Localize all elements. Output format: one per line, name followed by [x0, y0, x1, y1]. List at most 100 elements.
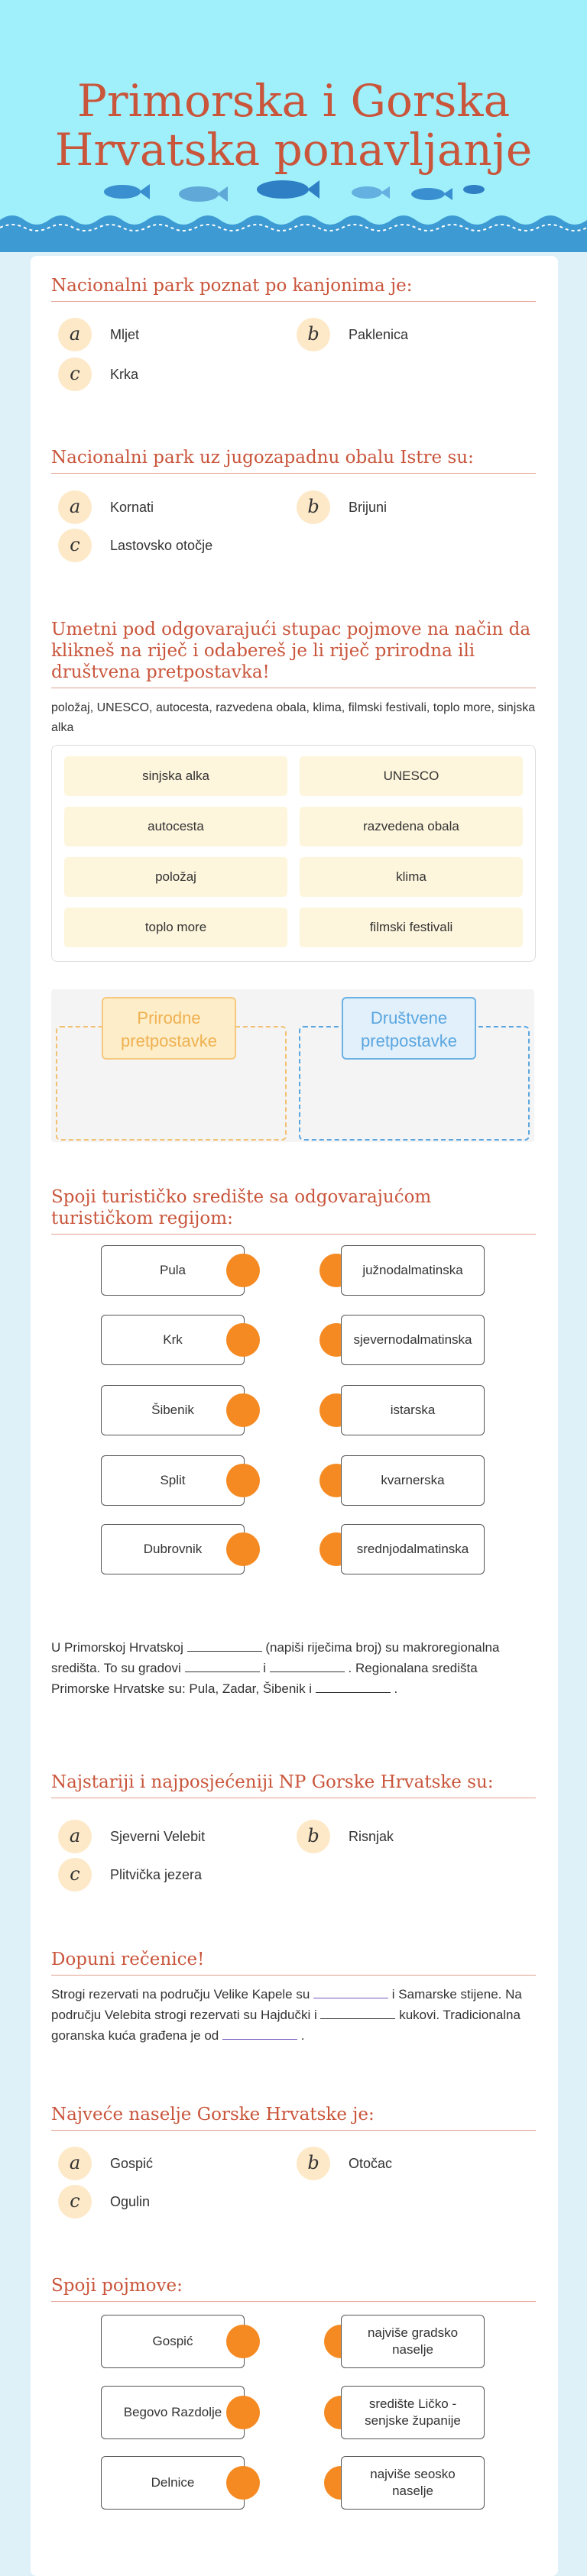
option-label: Plitvička jezera: [110, 1867, 203, 1882]
match-left-item[interactable]: Delnice: [101, 2456, 245, 2510]
option-label: Sjeverni Velebit: [110, 1829, 206, 1844]
q8-option-b[interactable]: b Otočac: [297, 2147, 465, 2180]
q2-option-c[interactable]: c Lastovsko otočje: [58, 529, 257, 562]
match-left-item[interactable]: Šibenik: [101, 1385, 245, 1435]
option-letter-badge: a: [58, 318, 92, 351]
option-label: Otočac: [349, 2156, 393, 2171]
match-connector-dot[interactable]: [226, 2466, 260, 2500]
match-right-item[interactable]: južnodalmatinska: [341, 1245, 485, 1296]
q6-option-b[interactable]: b Risnjak: [297, 1820, 465, 1853]
word-chip[interactable]: sinjska alka: [64, 756, 287, 796]
match-right-item[interactable]: najviše seosko naselje: [341, 2456, 485, 2510]
q6-option-c[interactable]: c Plitvička jezera: [58, 1858, 257, 1892]
option-letter-badge: b: [297, 2147, 330, 2180]
word-chip[interactable]: toplo more: [64, 908, 287, 947]
option-letter-badge: c: [58, 358, 92, 391]
blank-input[interactable]: [315, 1680, 391, 1693]
question-2-title: Nacionalni park uz jugozapadnu obalu Ist…: [51, 447, 536, 474]
option-label: Lastovsko otočje: [110, 538, 213, 553]
header-banner: Primorska i Gorska Hrvatska ponavljanje: [0, 0, 587, 252]
option-letter-badge: a: [58, 490, 92, 524]
question-8-title: Najveće naselje Gorske Hrvatske je:: [51, 2104, 536, 2131]
blank-input[interactable]: [186, 1639, 262, 1652]
paragraph-text: Regionalana središta Primorske Hrvatske …: [51, 1661, 478, 1696]
option-label: Brijuni: [349, 500, 388, 515]
paragraph-text: .: [394, 1681, 398, 1696]
option-label: Mljet: [110, 327, 140, 342]
blank-input[interactable]: [320, 2006, 396, 2019]
match-right-item[interactable]: sjevernodalmatinska: [341, 1315, 485, 1365]
paragraph-text: Strogi rezervati na području Velike Kape…: [51, 1987, 310, 2002]
question-6-title: Najstariji i najposjećeniji NP Gorske Hr…: [51, 1772, 536, 1798]
option-letter-badge: a: [58, 2147, 92, 2180]
match-connector-dot[interactable]: [226, 2325, 260, 2358]
option-label: Risnjak: [349, 1829, 394, 1844]
option-letter-badge: b: [297, 1820, 330, 1853]
option-label: Paklenica: [349, 327, 409, 342]
question-3-title: Umetni pod odgovarajući stupac pojmove n…: [51, 619, 536, 688]
option-letter-badge: c: [58, 2185, 92, 2218]
bin-label-natural: Prirodne pretpostavke: [102, 997, 236, 1060]
word-chip[interactable]: autocesta: [64, 807, 287, 846]
option-letter-badge: b: [297, 490, 330, 524]
option-label: Krka: [110, 367, 139, 382]
match-connector-dot[interactable]: [226, 1323, 260, 1357]
word-chip[interactable]: klima: [300, 857, 523, 897]
wave-decoration: [0, 215, 587, 252]
match-right-item[interactable]: srednjodalmatinska: [341, 1524, 485, 1574]
match-right-item[interactable]: kvarnerska: [341, 1455, 485, 1506]
option-letter-badge: c: [58, 529, 92, 562]
word-pool: sinjska alka UNESCO autocesta razvedena …: [51, 745, 536, 962]
word-chip[interactable]: razvedena obala: [300, 807, 523, 846]
paragraph-text: kukovi. Tradicionalna goranska kuća građ…: [51, 2008, 521, 2043]
paragraph-text: .: [300, 2028, 305, 2043]
blank-input[interactable]: [222, 2027, 297, 2040]
fill-in-paragraph-1: U Primorskoj Hrvatskoj (napiši riječima …: [51, 1637, 536, 1699]
fish-decoration: [104, 180, 485, 202]
option-label: Kornati: [110, 500, 154, 515]
category-bins: Prirodne pretpostavke Društvene pretpost…: [51, 989, 534, 1142]
word-list: položaj, UNESCO, autocesta, razvedena ob…: [51, 701, 536, 734]
match-right-item[interactable]: najviše gradsko naselje: [341, 2315, 485, 2368]
match-connector-dot[interactable]: [226, 1532, 260, 1566]
q2-option-a[interactable]: a Kornati: [58, 490, 226, 524]
option-label: Gospić: [110, 2156, 154, 2171]
option-label: Ogulin: [110, 2194, 151, 2209]
q2-option-b[interactable]: b Brijuni: [297, 490, 465, 524]
fill-in-paragraph-2: Strogi rezervati na području Velike Kape…: [51, 1984, 536, 2046]
question-9-title: Spoji pojmove:: [51, 2275, 536, 2302]
blank-input[interactable]: [313, 1985, 389, 1998]
match-right-item[interactable]: istarska: [341, 1385, 485, 1435]
option-letter-badge: b: [297, 318, 330, 351]
word-chip[interactable]: filmski festivali: [300, 908, 523, 947]
q1-option-a[interactable]: a Mljet: [58, 318, 226, 351]
q1-option-c[interactable]: c Krka: [58, 358, 226, 391]
match-left-item[interactable]: Gospić: [101, 2315, 245, 2368]
q1-option-b[interactable]: b Paklenica: [297, 318, 465, 351]
blank-input[interactable]: [269, 1659, 345, 1672]
match-connector-dot[interactable]: [226, 1393, 260, 1427]
q6-option-a[interactable]: a Sjeverni Velebit: [58, 1820, 257, 1853]
page-title: Primorska i Gorska Hrvatska ponavljanje: [0, 76, 587, 174]
paragraph-text: U Primorskoj Hrvatskoj: [51, 1640, 183, 1655]
page-title-line-2: Hrvatska ponavljanje: [54, 124, 533, 176]
match-left-item[interactable]: Begovo Razdolje: [101, 2386, 245, 2439]
match-connector-dot[interactable]: [226, 1254, 260, 1287]
q8-option-c[interactable]: c Ogulin: [58, 2185, 226, 2218]
match-left-item[interactable]: Dubrovnik: [101, 1524, 245, 1574]
word-chip[interactable]: položaj: [64, 857, 287, 897]
match-left-item[interactable]: Pula: [101, 1245, 245, 1296]
match-right-item[interactable]: središte Ličko - senjske županije: [341, 2386, 485, 2439]
match-left-item[interactable]: Split: [101, 1455, 245, 1506]
match-connector-dot[interactable]: [226, 2396, 260, 2429]
blank-input[interactable]: [184, 1659, 260, 1672]
match-left-item[interactable]: Krk: [101, 1315, 245, 1365]
word-chip[interactable]: UNESCO: [300, 756, 523, 796]
option-letter-badge: c: [58, 1858, 92, 1892]
page-title-line-1: Primorska i Gorska: [76, 75, 511, 127]
q8-option-a[interactable]: a Gospić: [58, 2147, 226, 2180]
match-connector-dot[interactable]: [226, 1464, 260, 1497]
paragraph-text: i Samarske stijene. Na području Velebita…: [51, 1987, 522, 2022]
question-1-title: Nacionalni park poznat po kanjonima je:: [51, 275, 536, 302]
paragraph-text: .: [348, 1661, 352, 1675]
